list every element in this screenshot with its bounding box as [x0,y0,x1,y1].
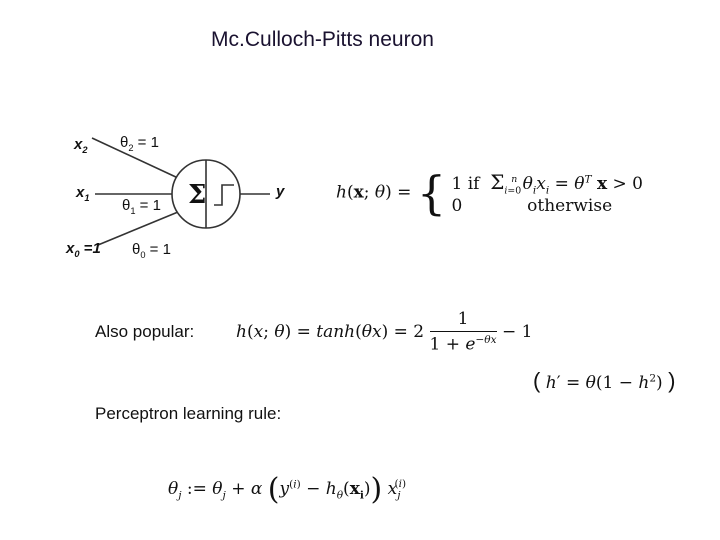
tanh-formula: h(x; θ) = tanh(θx) = 2 1 1 + e−θx − 1 [236,309,533,355]
input-line-x2 [91,137,179,179]
input-line-x0 [97,211,179,246]
close-paren: ) [668,368,676,393]
input-x1-label: x1 [76,184,90,203]
slide-title: Mc.Culloch-Pitts neuron [211,28,434,51]
weight-theta1-label: θ1 = 1 [122,197,161,216]
open-paren: ( [533,368,541,393]
also-popular-label: Also popular: [95,322,195,341]
input-x2-label: x2 [74,136,88,155]
weight-theta0-label: θ0 = 1 [132,241,171,260]
sum-symbol-icon: Σ [188,180,206,210]
perceptron-rule-label: Perceptron learning rule: [95,404,282,423]
input-x0-label: x0 =1 [66,240,101,259]
heaviside-formula: h(x; θ) = { 1 if Σi=0n θixi = θT x > 0 0… [336,166,643,221]
derivative-formula: ( h′ = θ(1 − h2) ) [533,368,676,393]
step-function-icon [214,184,234,206]
weight-theta2-label: θ2 = 1 [120,134,159,153]
output-y-label: y [276,183,285,200]
learning-rule-formula: θj := θj + α (y(i) − hθ(xi)) xj(i) [168,472,407,507]
